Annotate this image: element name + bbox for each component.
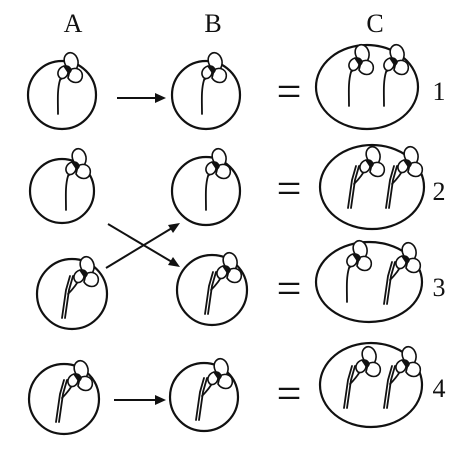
row-number: 4 [433, 374, 446, 403]
arrow-right-icon [114, 395, 166, 405]
equals-sign: = [277, 369, 302, 418]
cross-arrow-icon [105, 223, 180, 269]
row-1: = 1 [26, 45, 446, 131]
parent-a-circle [27, 362, 101, 436]
column-label-b: B [204, 9, 221, 38]
column-label-c: C [366, 9, 383, 38]
arrow-right-icon [117, 93, 166, 103]
equals-sign: = [277, 264, 302, 313]
row-2: = 2 [28, 143, 446, 231]
row-4: = 4 [27, 341, 446, 436]
equals-sign: = [277, 164, 302, 213]
row-number: 1 [433, 77, 446, 106]
row-number: 3 [433, 273, 446, 302]
equals-sign: = [277, 67, 302, 116]
row-number: 2 [433, 177, 446, 206]
parent-a-circle [35, 257, 109, 331]
column-label-a: A [64, 9, 83, 38]
row-3: = 3 [35, 241, 446, 331]
